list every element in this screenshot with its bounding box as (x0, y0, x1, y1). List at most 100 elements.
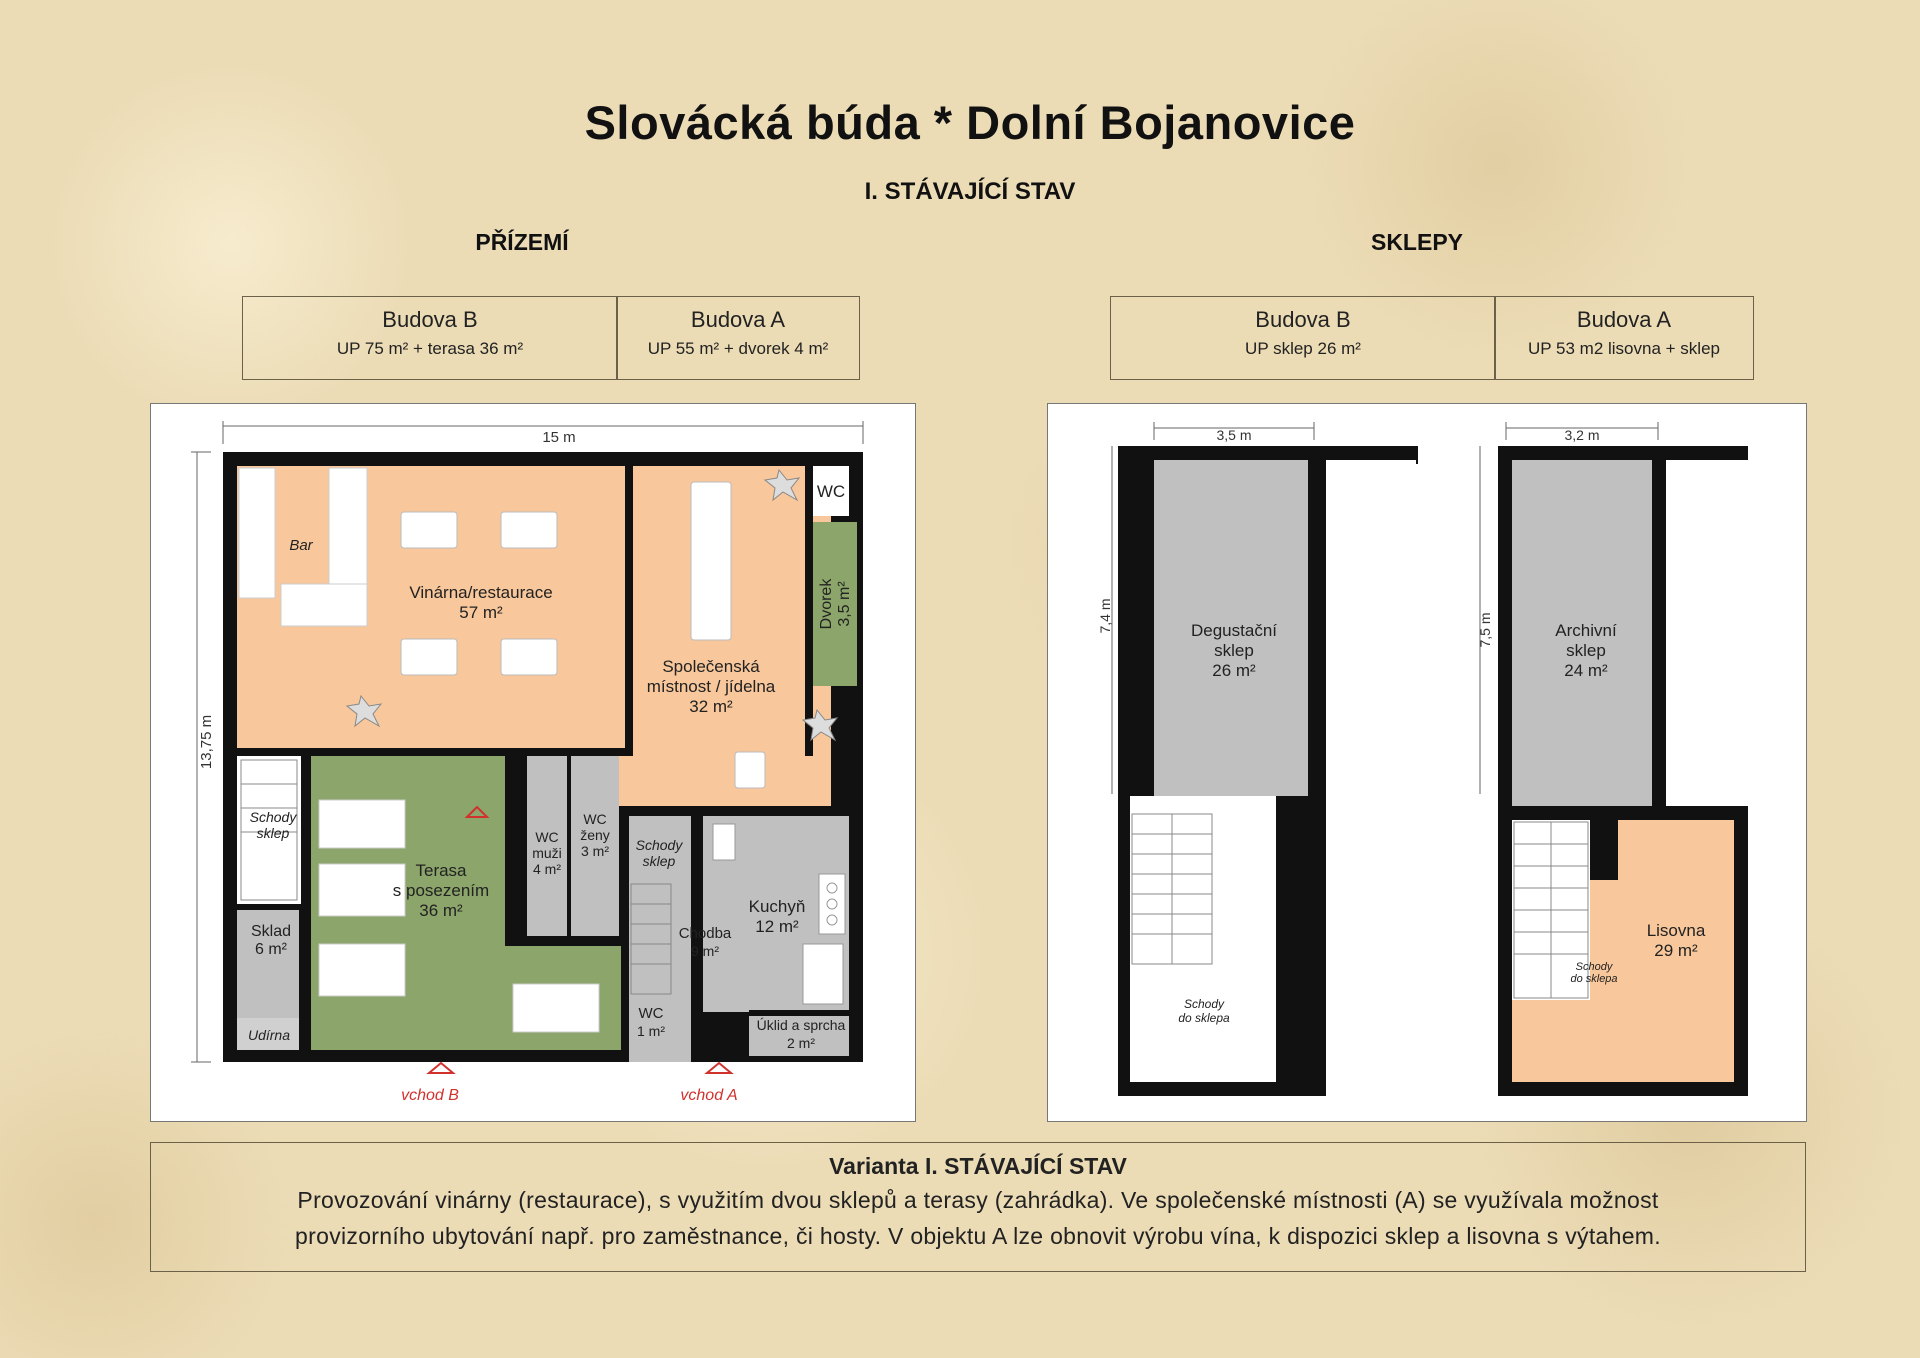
interior-wall (621, 806, 849, 816)
degustacni-room (1154, 460, 1308, 796)
room-label: Chodba (679, 925, 732, 942)
cellar-plan-panel: 3,5 m 3,2 m 7,4 m 7,5 m Degustační sklep… (1047, 403, 1807, 1122)
uklid-room (749, 1016, 849, 1056)
room-label: Schody (1184, 997, 1225, 1011)
dimension-label: 3,5 m (1216, 427, 1251, 443)
schody-room (237, 756, 301, 904)
room-label: Vinárna/restaurace (409, 583, 552, 602)
interior-wall (625, 466, 633, 756)
page-title: Slovácká búda * Dolní Bojanovice (584, 96, 1356, 149)
cellar-gap (1326, 460, 1416, 854)
room-label: 4 m² (533, 861, 561, 877)
description-heading: Varianta I. STÁVAJÍCÍ STAV (829, 1153, 1127, 1179)
room-label: sklep (1566, 641, 1606, 660)
room-label: WC (535, 829, 558, 845)
room-label: 57 m² (459, 603, 503, 622)
cellar-b-wall (1276, 794, 1326, 1096)
room-label: 12 m² (755, 917, 799, 936)
interior-wall (513, 936, 623, 944)
interior-wall (567, 756, 571, 936)
room-label: místnost / jídelna (647, 677, 776, 696)
wc-muzi-room (527, 756, 567, 936)
room-label: 1 m² (637, 1023, 665, 1039)
room-label: Kuchyň (749, 897, 806, 916)
room-label: Schody (250, 809, 298, 825)
room-label: 32 m² (689, 697, 733, 716)
dimension-lines (191, 421, 864, 1063)
spolecenska-room (633, 466, 831, 806)
interior-wall (301, 756, 309, 1050)
interior-wall (695, 816, 703, 1062)
room-label: 29 m² (1654, 941, 1698, 960)
room-label: WC (639, 1005, 664, 1022)
plant-icon (345, 468, 839, 742)
stairs-icon (240, 759, 672, 995)
height-dimension: 13,75 m (198, 715, 215, 769)
terrace-benches (318, 799, 600, 1033)
building-a-cellar-box: Budova A UP 53 m2 lisovna + sklep (1494, 296, 1754, 380)
stairs-icon (1131, 813, 1213, 965)
interior-wall (505, 756, 513, 946)
room-label: WC (817, 482, 845, 501)
building-a-ground-box: Budova A UP 55 m² + dvorek 4 m² (616, 296, 860, 380)
room-label: Terasa (415, 861, 467, 880)
room-label: Sklad (251, 923, 291, 940)
interior-wall (621, 806, 629, 1062)
room-label: 9 m² (691, 943, 719, 959)
cellar-heading: SKLEPY (1370, 229, 1464, 255)
room-label: 3,5 m² (836, 581, 853, 627)
room-label: Degustační (1191, 621, 1277, 640)
room-label: Dvorek (818, 578, 835, 630)
lisovna-room (1618, 820, 1734, 1082)
cellar-b-wall (1308, 446, 1326, 842)
page-subtitle: I. STÁVAJÍCÍ STAV (864, 178, 1076, 205)
interior-wall (237, 748, 627, 756)
dimension-label: 3,2 m (1564, 427, 1599, 443)
dimension-label: 7,5 m (1477, 612, 1493, 647)
udirna-room (237, 1018, 299, 1050)
interior-wall (749, 1010, 849, 1016)
entrance-a-label: vchod A (680, 1087, 737, 1104)
cellar-a-gap (1666, 460, 1756, 806)
description-line-1: Provozování vinárny (restaurace), s využ… (297, 1187, 1659, 1213)
room-label: Lisovna (1647, 921, 1706, 940)
building-area: UP 75 m² + terasa 36 m² (336, 339, 524, 358)
building-name: Budova A (690, 307, 786, 332)
cellar-plan: 3,5 m 3,2 m 7,4 m 7,5 m Degustační sklep… (1097, 422, 1756, 1096)
stairs-icon (1513, 821, 1589, 999)
wc-top-room (813, 466, 849, 516)
room-label: Schody (1576, 961, 1614, 973)
room-label: ženy (580, 827, 610, 843)
building-name: Budova B (1255, 307, 1351, 332)
room-label: 26 m² (1212, 661, 1256, 680)
dimension-lines (1111, 422, 1659, 794)
description-box: Varianta I. STÁVAJÍCÍ STAV Provozování v… (150, 1142, 1806, 1272)
description-line-2: provizorního ubytování např. pro zaměstn… (295, 1223, 1661, 1249)
room-label: sklep (643, 853, 676, 869)
width-dimension: 15 m (542, 429, 575, 446)
ground-floor-heading: PŘÍZEMÍ (475, 229, 569, 255)
room-label: 6 m² (255, 941, 288, 958)
room-label: sklep (1214, 641, 1254, 660)
interior-wall (237, 904, 301, 910)
room-label: Schody (636, 837, 684, 853)
ground-floor-plan-panel: 15 m 13,75 m (150, 403, 916, 1122)
interior-wall (805, 466, 813, 756)
ground-floor-plan: 15 m 13,75 m (191, 421, 864, 1104)
building-area: UP 55 m² + dvorek 4 m² (647, 339, 829, 358)
lisovna-room-mid (1590, 880, 1618, 1082)
archivni-room (1512, 460, 1652, 806)
room-label: sklep (257, 825, 290, 841)
entrance-arrow-icon (426, 805, 734, 1074)
dvorek-room (813, 522, 857, 686)
dining-tables (400, 481, 766, 789)
room-label: 36 m² (419, 901, 463, 920)
room-label: do sklepa (1178, 1011, 1230, 1025)
building-b-ground-box: Budova B UP 75 m² + terasa 36 m² (242, 296, 618, 380)
room-label: Udírna (248, 1027, 290, 1043)
building-b-cellar-box: Budova B UP sklep 26 m² (1110, 296, 1496, 380)
kitchen-fixtures (712, 823, 846, 1005)
wc-zeny-room (571, 756, 619, 936)
room-label: 3 m² (581, 843, 609, 859)
room-label: 2 m² (787, 1035, 815, 1051)
